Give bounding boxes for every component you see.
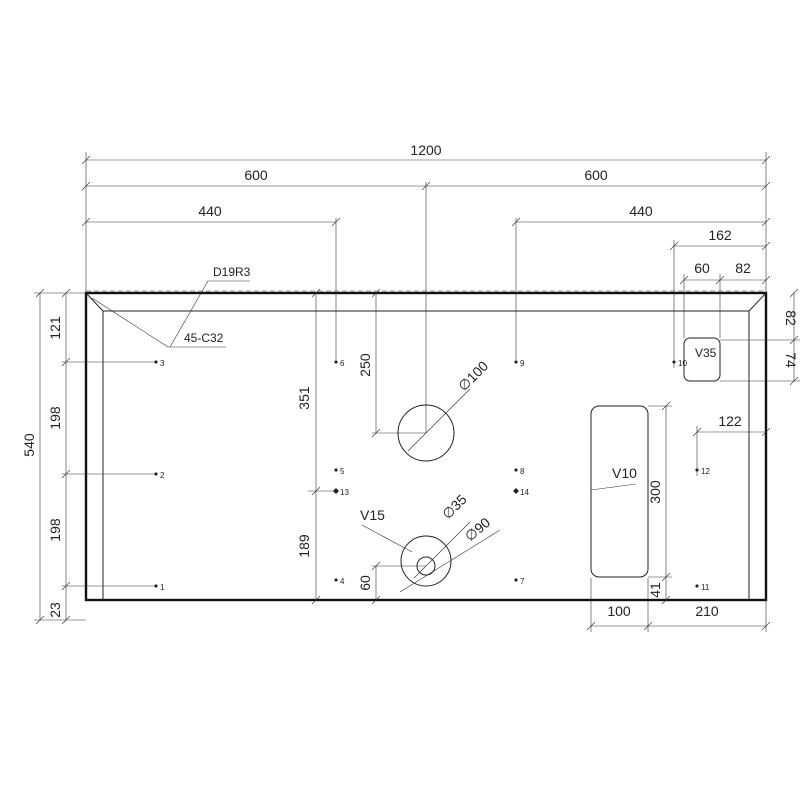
reference-point-label: 1 <box>160 583 165 592</box>
dimension-82-vertical-label: 82 <box>783 310 799 326</box>
reference-point-label: 8 <box>520 467 525 476</box>
reference-point-marker <box>333 488 339 494</box>
dimension-300-label: 300 <box>647 480 663 504</box>
reference-point-label: 5 <box>340 467 345 476</box>
reference-point-label: 3 <box>160 359 165 368</box>
dimension-60-vertical-label: 60 <box>357 575 373 591</box>
chamfer-label: 45-C32 <box>184 331 224 345</box>
dimension-189-label: 189 <box>296 534 312 558</box>
dimension-198-bottom-label: 198 <box>47 518 63 542</box>
reference-point-11: 11 <box>695 583 710 592</box>
dimension-600-left-label: 600 <box>244 167 268 183</box>
dimension-198-top-label: 198 <box>47 406 63 430</box>
dimension-250-label: 250 <box>357 353 373 377</box>
dimension-23-label: 23 <box>47 602 63 618</box>
hole-100-label: ∅100 <box>455 358 492 395</box>
pocket-v10: V10 <box>590 405 649 578</box>
edge-profile-label: D19R3 <box>213 265 251 279</box>
reference-point-marker <box>154 584 158 588</box>
dimension-122-label: 122 <box>718 413 742 429</box>
reference-point-marker <box>154 472 158 476</box>
dimension-210-label: 210 <box>695 603 719 619</box>
reference-point-3: 3 <box>154 359 165 368</box>
reference-point-10: 10 <box>672 359 687 368</box>
reference-point-label: 10 <box>678 359 687 368</box>
reference-point-12: 12 <box>695 467 710 476</box>
dimension-82-74: 82 74 <box>720 288 800 386</box>
reference-point-label: 4 <box>340 577 345 586</box>
reference-point-9: 9 <box>514 359 525 368</box>
dimension-1200: 1200 <box>81 142 771 293</box>
reference-point-label: 6 <box>340 359 345 368</box>
reference-point-label: 12 <box>701 467 710 476</box>
dimension-540: 540 <box>21 288 86 625</box>
reference-point-14: 14 <box>513 488 529 497</box>
dimension-74-vertical-label: 74 <box>783 352 799 368</box>
dimension-162-label: 162 <box>708 227 732 243</box>
reference-point-marker <box>695 468 699 472</box>
pocket-v35-label: V35 <box>695 346 717 360</box>
reference-point-2: 2 <box>154 471 165 480</box>
dimension-1200-label: 1200 <box>410 142 441 158</box>
dimension-60-label: 60 <box>694 260 710 276</box>
dimension-440-left: 440 <box>81 203 341 360</box>
pocket-v35: V35 <box>683 337 721 382</box>
reference-point-marker <box>513 488 519 494</box>
hole-100: ∅100 <box>397 358 492 462</box>
dimension-600-left: 600 600 <box>81 167 771 433</box>
reference-point-label: 7 <box>520 577 525 586</box>
dimension-41-label: 41 <box>647 582 663 598</box>
reference-point-marker <box>695 584 699 588</box>
reference-point-label: 14 <box>520 488 529 497</box>
reference-point-label: 11 <box>701 583 710 592</box>
edge-profile-callout: D19R3 <box>169 265 251 348</box>
pocket-v15-label: V15 <box>360 507 385 523</box>
dimension-100-210: 100 210 <box>586 578 771 632</box>
dimension-82-label: 82 <box>735 260 751 276</box>
reference-point-4: 4 <box>334 577 345 586</box>
reference-point-label: 13 <box>340 488 349 497</box>
dimension-121-label: 121 <box>47 316 63 340</box>
dimension-440-right-label: 440 <box>629 203 653 219</box>
dimension-250: 250 <box>357 288 426 438</box>
reference-point-8: 8 <box>514 467 525 476</box>
reference-point-marker <box>154 360 158 364</box>
reference-point-marker <box>514 578 518 582</box>
reference-point-marker <box>334 468 338 472</box>
chamfer-callout: 45-C32 <box>91 297 226 348</box>
reference-point-1: 1 <box>154 583 165 592</box>
dimension-540-label: 540 <box>21 433 37 457</box>
hole-35-label: ∅35 <box>439 491 470 522</box>
dimension-162: 162 <box>669 227 771 368</box>
dimension-100-label: 100 <box>607 603 631 619</box>
reference-point-5: 5 <box>334 467 345 476</box>
hole-90-label: ∅90 <box>462 514 494 544</box>
pocket-v10-label: V10 <box>612 465 637 481</box>
dimension-600-right-label: 600 <box>584 167 608 183</box>
dimension-122: 122 <box>692 413 771 476</box>
reference-point-marker <box>334 578 338 582</box>
hole-90-35: ∅35 ∅90 V15 <box>360 491 501 593</box>
dimension-60-82: 60 82 <box>679 260 771 338</box>
reference-point-label: 2 <box>160 471 165 480</box>
reference-point-marker <box>334 360 338 364</box>
dimension-440-right: 440 <box>511 203 771 360</box>
reference-point-6: 6 <box>334 359 345 368</box>
dimension-60-vertical: 60 <box>357 561 426 605</box>
dimension-440-left-label: 440 <box>198 203 222 219</box>
dimension-351-label: 351 <box>296 386 312 410</box>
reference-point-7: 7 <box>514 577 525 586</box>
reference-point-marker <box>514 468 518 472</box>
reference-point-marker <box>514 360 518 364</box>
reference-point-label: 9 <box>520 359 525 368</box>
reference-point-13: 13 <box>333 488 349 497</box>
dimension-351-189: 351 189 <box>296 288 336 605</box>
dimension-left-chain: 121 198 198 23 <box>47 288 156 625</box>
dimension-300-41: 300 41 <box>647 401 672 605</box>
reference-point-marker <box>672 360 676 364</box>
